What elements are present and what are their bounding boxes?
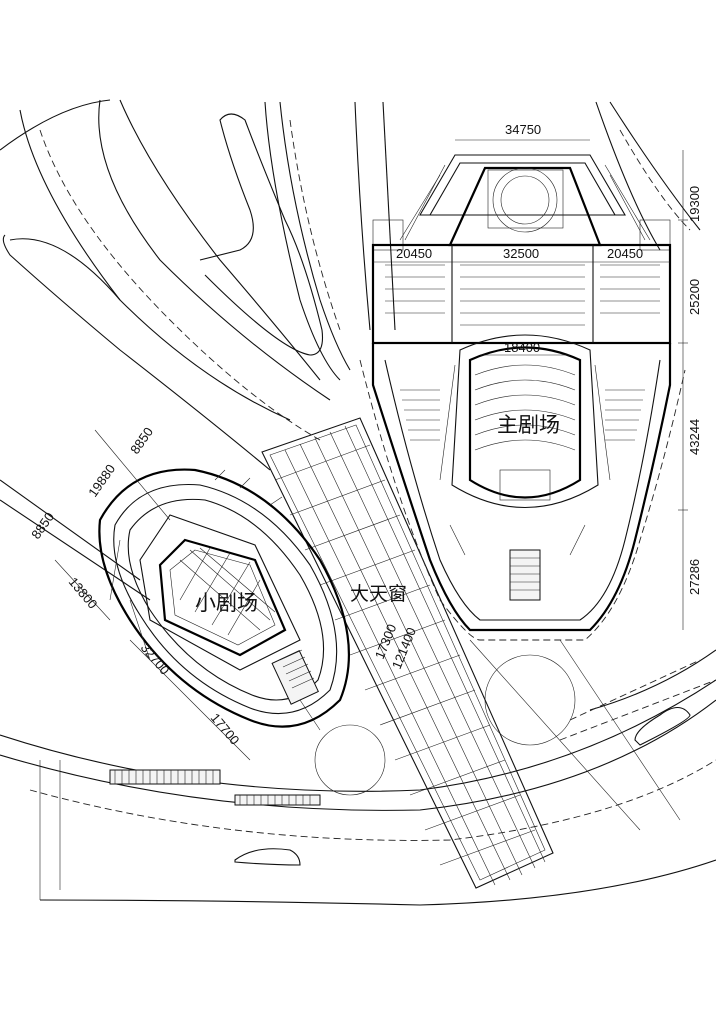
dim-right-2: 25200 — [687, 279, 702, 315]
label-skylight: 大天窗 — [350, 583, 407, 605]
dim-left-wing: 20450 — [396, 246, 432, 261]
dim-small-d: 13800 — [66, 574, 101, 611]
dim-small-f: 17700 — [208, 710, 243, 747]
dim-small-c: 8850 — [28, 509, 57, 541]
dim-stage-width: 32500 — [503, 246, 539, 261]
skylight-bridge — [261, 417, 554, 889]
dim-right-4: 27286 — [687, 559, 702, 595]
dim-small-b: 19880 — [85, 461, 118, 499]
label-small-theater: 小剧场 — [195, 591, 258, 615]
dimension-lines — [54, 139, 688, 761]
plan-labels: 主剧场 小剧场 大天窗 — [195, 413, 560, 615]
site-roads — [0, 99, 716, 906]
dim-small-e: 32700 — [138, 640, 173, 677]
dim-small-a: 8850 — [127, 424, 156, 456]
dim-right-wing: 20450 — [607, 246, 643, 261]
dim-proscenium: 18400 — [504, 340, 540, 355]
main-theater-building — [359, 154, 686, 641]
label-main-theater: 主剧场 — [497, 413, 560, 437]
dim-top-width: 34750 — [505, 122, 541, 137]
dim-right-3: 43244 — [687, 419, 702, 455]
small-theater-building — [98, 468, 350, 731]
hatched-strips — [109, 659, 716, 806]
dim-right-1: 19300 — [687, 186, 702, 222]
